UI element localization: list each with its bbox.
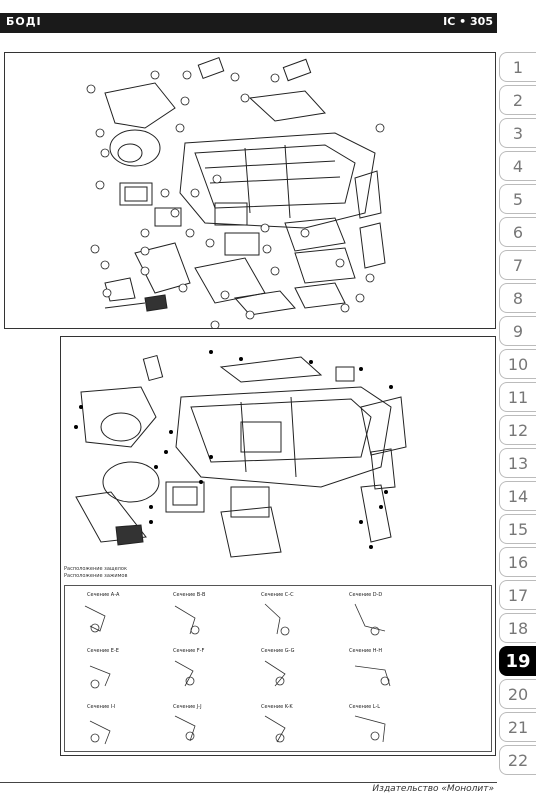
tab-chapter-12[interactable]: 12 <box>499 415 536 445</box>
legend: Расположение защелок Расположение зажимо… <box>64 566 127 580</box>
tab-chapter-3[interactable]: 3 <box>499 118 536 148</box>
page-header: БОДІ ІС • 305 <box>0 13 497 33</box>
tab-chapter-5[interactable]: 5 <box>499 184 536 214</box>
clip-location-diagram <box>60 336 496 756</box>
tab-chapter-10[interactable]: 10 <box>499 349 536 379</box>
tab-chapter-9[interactable]: 9 <box>499 316 536 346</box>
footer-rule <box>0 782 497 783</box>
tab-chapter-17[interactable]: 17 <box>499 580 536 610</box>
tab-chapter-11[interactable]: 11 <box>499 382 536 412</box>
section-label: Сечение F-F <box>173 648 205 654</box>
header-page-number: ІС • 305 <box>443 15 493 28</box>
section-label: Сечение А-А <box>87 592 120 598</box>
tab-chapter-4[interactable]: 4 <box>499 151 536 181</box>
tab-chapter-13[interactable]: 13 <box>499 448 536 478</box>
section-label: Сечение I-I <box>87 704 116 710</box>
tab-chapter-18[interactable]: 18 <box>499 613 536 643</box>
section-label: Сечение D-D <box>349 592 383 598</box>
tab-chapter-14[interactable]: 14 <box>499 481 536 511</box>
section-label: Сечение G-G <box>261 648 295 654</box>
sections-drawing <box>84 603 391 745</box>
legend-clips: Расположение зажимов <box>64 573 128 579</box>
tab-chapter-1[interactable]: 1 <box>499 52 536 82</box>
tab-chapter-2[interactable]: 2 <box>499 85 536 115</box>
tab-chapter-22[interactable]: 22 <box>499 745 536 775</box>
tab-chapter-20[interactable]: 20 <box>499 679 536 709</box>
section-label: Сечение H-H <box>349 648 383 654</box>
tab-chapter-8[interactable]: 8 <box>499 283 536 313</box>
footer-publisher: Издательство «Монолит» <box>372 784 494 794</box>
tab-chapter-6[interactable]: 6 <box>499 217 536 247</box>
tab-chapter-7[interactable]: 7 <box>499 250 536 280</box>
tab-chapter-15[interactable]: 15 <box>499 514 536 544</box>
sections-grid: Сечение А-А Сечение В-В Сечение С-С Сече… <box>64 585 492 752</box>
dashboard-clips-drawing <box>74 350 407 558</box>
tab-chapter-21[interactable]: 21 <box>499 712 536 742</box>
section-label: Сечение Е-Е <box>87 648 119 654</box>
dashboard-exploded-drawing <box>86 57 386 328</box>
section-label: Сечение С-С <box>261 592 294 598</box>
exploded-diagram-top <box>4 52 496 329</box>
section-label: Сечение L-L <box>349 704 381 710</box>
tab-chapter-16[interactable]: 16 <box>499 547 536 577</box>
tab-chapter-19-active[interactable]: 19 <box>499 646 536 676</box>
legend-latches: Расположение защелок <box>64 566 127 572</box>
section-label: Сечение В-В <box>173 592 206 598</box>
header-left-text: БОДІ <box>6 15 42 28</box>
section-label: Сечение K-K <box>261 704 293 710</box>
section-label: Сечение J-J <box>173 704 202 710</box>
